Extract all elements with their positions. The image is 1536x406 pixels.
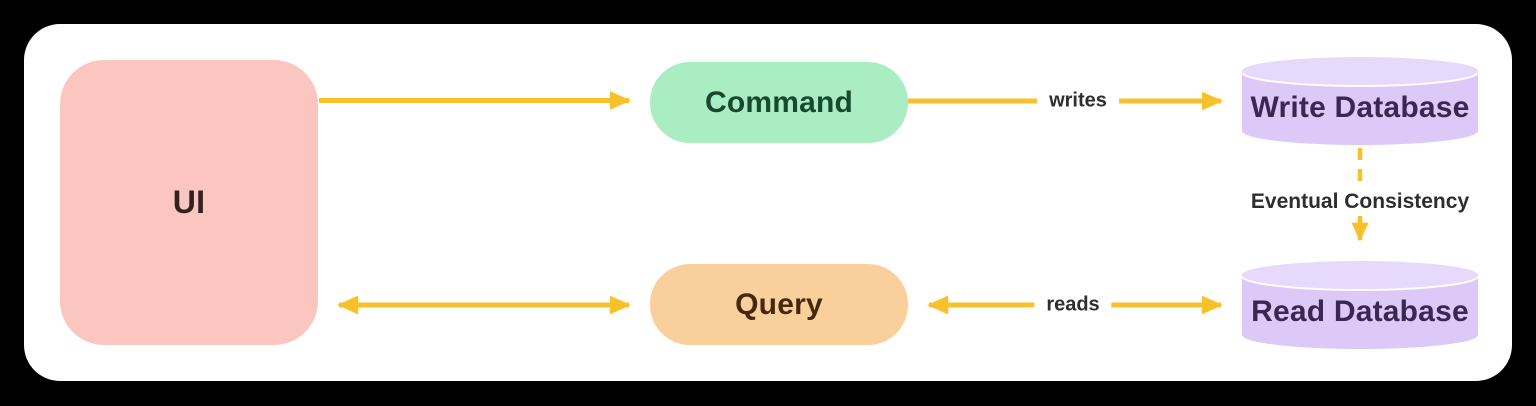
database-cylinder-top — [1242, 261, 1478, 289]
edge-label-eventual-consistency: Eventual Consistency — [1238, 188, 1482, 216]
node-query-label: Query — [735, 287, 823, 321]
node-read-database[interactable]: Read Database — [1242, 261, 1478, 349]
node-command-label: Command — [704, 85, 854, 119]
node-write-database-label: Write Database — [1250, 91, 1470, 124]
node-ui[interactable]: UI — [60, 60, 318, 345]
edge-label-writes: writes — [1037, 87, 1119, 115]
node-read-database-label: Read Database — [1251, 295, 1469, 328]
node-query[interactable]: Query — [650, 264, 908, 345]
node-write-database[interactable]: Write Database — [1242, 57, 1478, 145]
node-ui-label: UI — [172, 184, 206, 220]
edge-label-reads: reads — [1034, 291, 1112, 319]
database-cylinder-top — [1242, 57, 1478, 85]
node-command[interactable]: Command — [650, 62, 908, 143]
